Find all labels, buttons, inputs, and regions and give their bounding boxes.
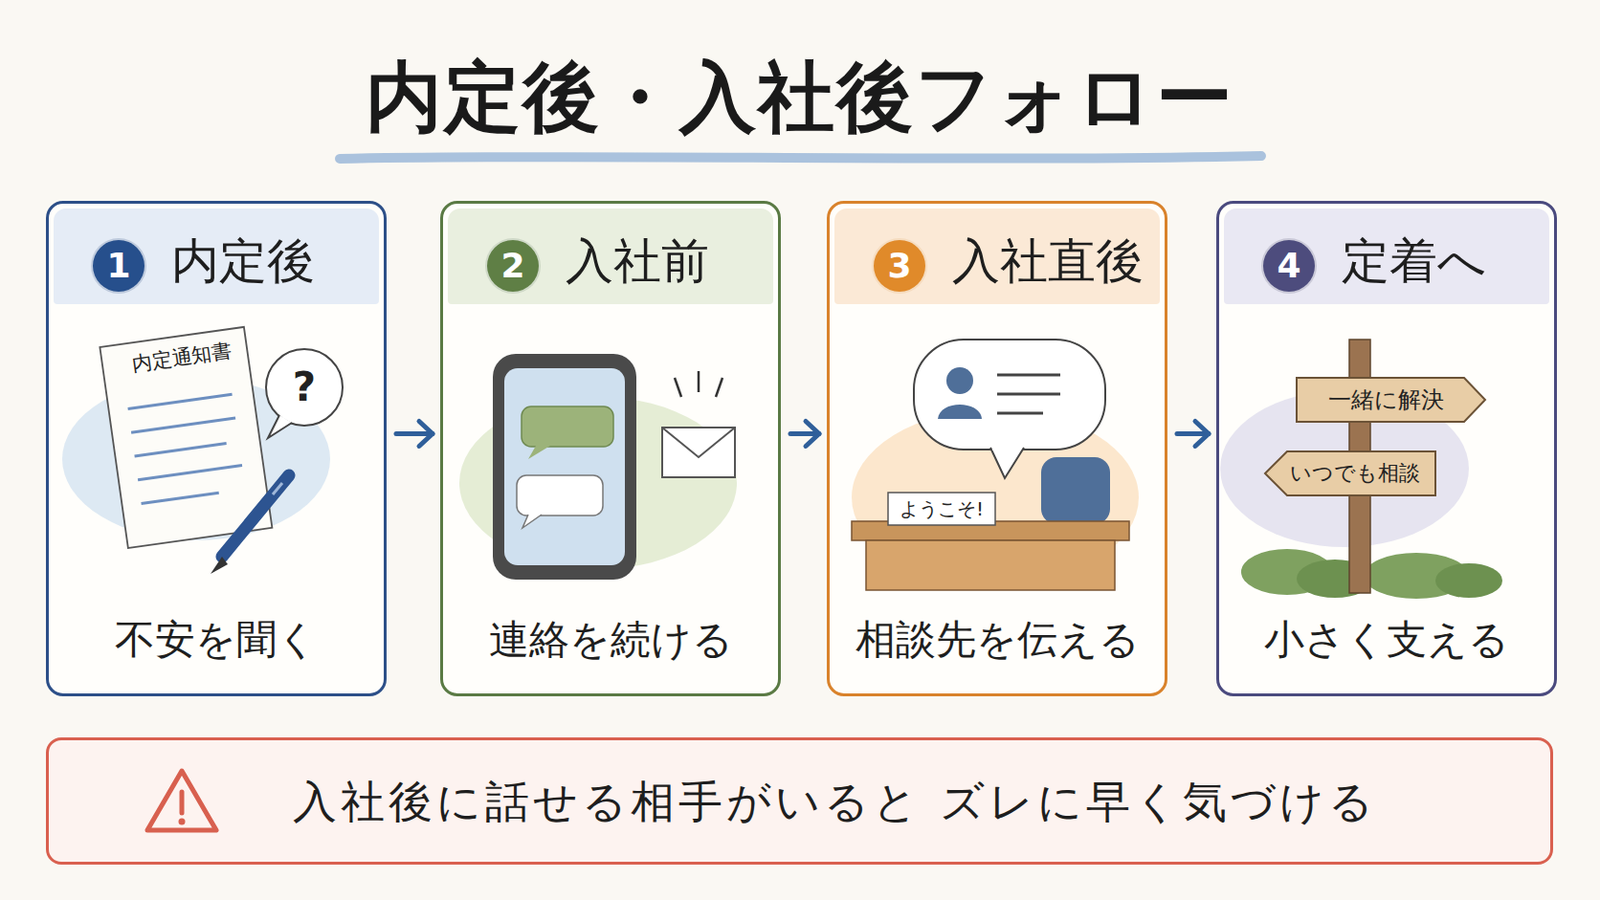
reception-illustration: [888, 492, 996, 526]
flow-arrow-line: [396, 431, 433, 437]
warning-text: 入社後に話せる相手がいると ズレに早く気づける: [292, 775, 1378, 829]
stage-action: 不安を聞く: [52, 613, 380, 667]
stage-heading: 入社前: [565, 232, 773, 290]
flow-arrow: [396, 421, 433, 446]
stage-action: 相談先を伝える: [833, 613, 1161, 667]
stage-heading: 内定後: [171, 232, 378, 290]
step-number: 2: [500, 246, 525, 286]
title-underline: [339, 155, 1262, 159]
step-number-circle: 4: [1261, 238, 1317, 294]
stage-action: 小さく支える: [1222, 613, 1551, 667]
illustration-label: 一緒に解決: [1328, 386, 1445, 415]
stage-card: 定着へ小さく支える 4: [1216, 200, 1557, 697]
step-number-circle: 3: [871, 238, 928, 294]
illustration-label: いつでも相談: [1289, 461, 1421, 487]
illustration-label: ?: [292, 363, 316, 412]
step-number: 3: [887, 246, 912, 286]
flow-arrow: [790, 421, 820, 446]
stage-action: 連絡を続ける: [446, 613, 775, 667]
flow-arrow: [1177, 421, 1209, 446]
step-number-circle: 2: [485, 238, 541, 294]
flow-arrow-head: [1195, 421, 1209, 446]
flow-arrow-head: [805, 421, 820, 446]
flow-arrow-line: [1177, 431, 1209, 437]
diagram-title: 内定後・入社後フォロー: [0, 49, 1600, 146]
stage-heading: 定着へ: [1341, 232, 1549, 290]
flow-arrow-line: [790, 431, 820, 437]
step-number-circle: 1: [90, 238, 147, 294]
warning-box: 入社後に話せる相手がいると ズレに早く気づける: [45, 737, 1554, 866]
flow-arrow-head: [419, 421, 433, 446]
stage-card: 入社前連絡を続ける 2: [440, 200, 781, 697]
stage-card: 入社直後相談先を伝える 3: [826, 200, 1168, 697]
stage-card: 内定後不安を聞く 1: [45, 200, 387, 697]
illustration-label: ようこそ!: [899, 497, 984, 521]
step-number: 1: [106, 246, 131, 286]
step-number: 4: [1276, 246, 1301, 286]
stage-heading: 入社直後: [952, 232, 1159, 290]
title-underline: [339, 155, 1262, 159]
